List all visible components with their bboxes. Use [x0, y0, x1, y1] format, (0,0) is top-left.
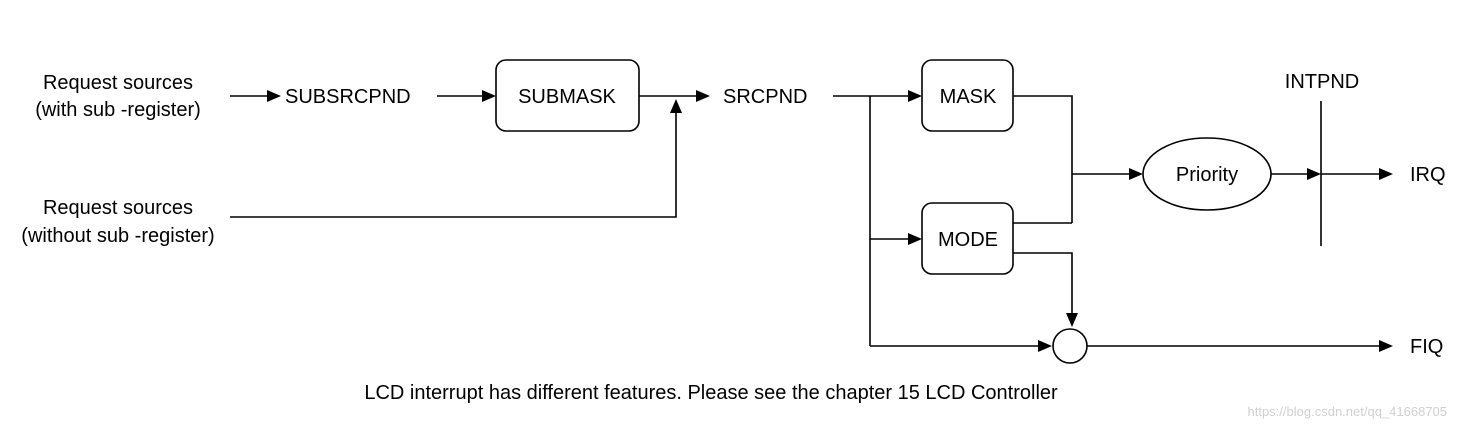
arrowhead-fiq-gate-top	[1066, 313, 1078, 327]
srcpnd-label: SRCPND	[723, 86, 807, 108]
priority-label: Priority	[1176, 164, 1238, 186]
arrowhead-without-sub-join	[670, 99, 682, 113]
fiq-label: FIQ	[1410, 336, 1443, 358]
fiq-gate-circle	[1052, 328, 1088, 364]
priority-block: Priority	[1142, 137, 1272, 211]
arrowhead-intpnd	[1307, 168, 1321, 180]
mask-block: MASK	[921, 59, 1014, 132]
arrowhead-srcpnd	[696, 90, 710, 102]
intpnd-label: INTPND	[1285, 71, 1359, 93]
mask-label: MASK	[940, 86, 997, 108]
wire-mode-to-fiq-gate	[1013, 252, 1073, 313]
submask-label: SUBMASK	[518, 86, 616, 108]
submask-block: SUBMASK	[495, 59, 640, 132]
source-with-sub-label-line2: (with sub -register)	[35, 99, 201, 121]
lcd-caption: LCD interrupt has different features. Pl…	[364, 382, 1058, 404]
arrowhead-submask	[482, 90, 496, 102]
arrowhead-priority	[1129, 168, 1143, 180]
subsrcpnd-label: SUBSRCPND	[285, 86, 411, 108]
source-without-sub-label-line2: (without sub -register)	[21, 225, 214, 247]
irq-label: IRQ	[1410, 164, 1446, 186]
arrowhead-fiq	[1379, 340, 1393, 352]
wire-without-sub-to-srcpnd	[230, 112, 677, 218]
arrowhead-mask	[908, 90, 922, 102]
watermark-text: https://blog.csdn.net/qq_41668705	[1248, 404, 1448, 419]
mode-block: MODE	[921, 202, 1014, 275]
source-without-sub-label-line1: Request sources	[43, 197, 193, 219]
mode-label: MODE	[938, 229, 998, 251]
wire-mask-to-merge	[1013, 95, 1073, 223]
arrowhead-subsrcpnd	[267, 90, 281, 102]
source-with-sub-label-line1: Request sources	[43, 72, 193, 94]
arrowhead-fiq-gate-left	[1038, 340, 1052, 352]
arrowhead-mode	[908, 233, 922, 245]
arrowhead-irq	[1379, 168, 1393, 180]
